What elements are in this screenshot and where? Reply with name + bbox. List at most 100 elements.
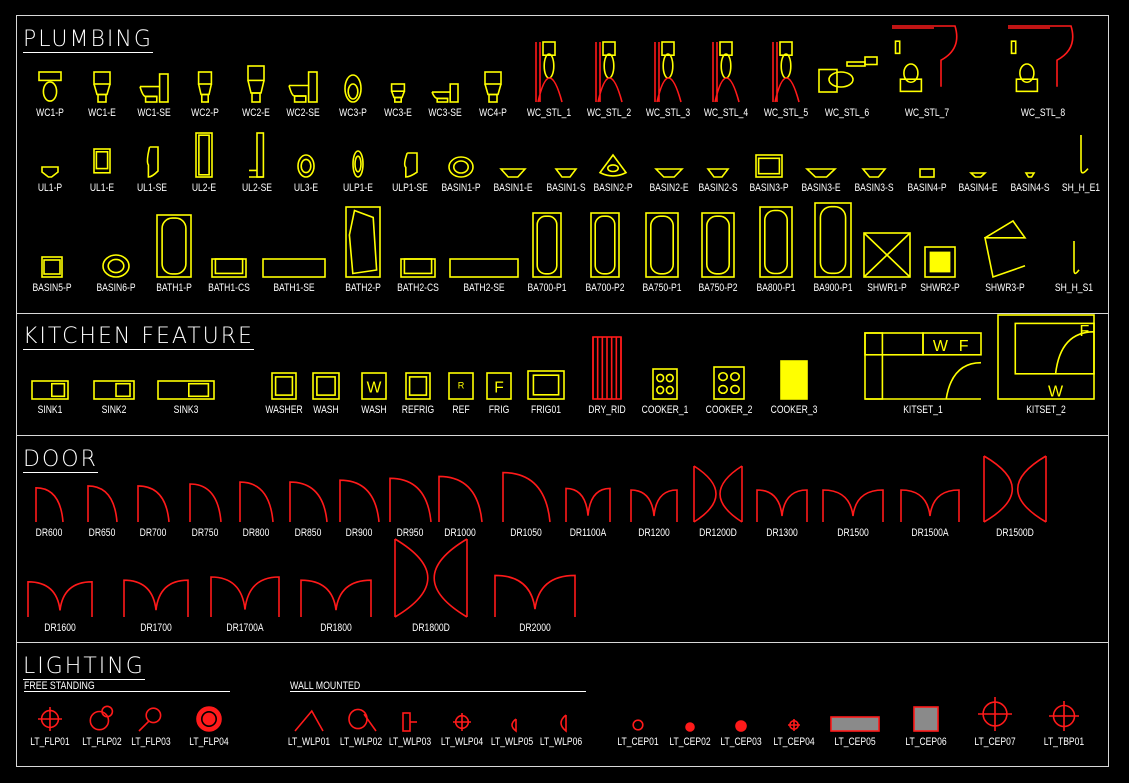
block-label: DR950 [396,527,424,539]
shwr2-symbol-icon [924,246,956,278]
dbl-symbol-icon [693,465,743,523]
bath2-symbol-icon [345,206,381,278]
subtitle-free-standing: FREE STANDING [24,680,95,692]
urSE-symbol-icon [146,146,159,178]
stall7-symbol-icon [892,25,958,93]
block-label: WASH [361,404,387,416]
block-label: WC_STL_7 [904,107,950,119]
lamp3-symbol-icon [138,707,162,732]
block-label: DR1500D [996,527,1034,539]
block-label: WC_STL_2 [586,107,632,119]
dd-symbol-icon [900,489,960,522]
dd-symbol-icon [123,579,189,617]
glyph-f: F [1080,323,1090,340]
block-label: BA750-P1 [642,282,682,294]
block-label: LT_CEP02 [669,736,711,748]
section-divider [16,313,1109,314]
block-label: WC1-SE [137,107,171,119]
block-label: BATH1-SE [273,282,315,294]
block-label: DR1000 [444,527,476,539]
rect-symbol-icon [262,258,326,278]
block-label: DR600 [35,527,63,539]
block-label: LT_CEP03 [720,736,762,748]
bathCS-symbol-icon [211,258,247,278]
boxF-symbol-icon: F [486,372,512,400]
bflat-symbol-icon [654,168,684,178]
bflat-symbol-icon [805,168,837,178]
ovalT-symbol-icon [352,150,364,178]
sink-symbol-icon [31,380,69,400]
block-label: BASIN3-P [749,182,789,194]
block-label: WASHER [265,404,303,416]
wcSE-symbol-icon [288,71,318,103]
block-label: BASIN2-E [649,182,689,194]
bath-symbol-icon [156,214,192,278]
block-label: SHWR1-P [867,282,907,294]
cooker-symbol-icon [713,366,745,400]
glyph-w: W [933,338,949,355]
shwr1-symbol-icon [863,232,911,278]
block-label: WASH [313,404,339,416]
block-label: BASIN1-E [493,182,533,194]
bflat-symbol-icon [861,168,887,178]
subtitle-underline [290,691,586,692]
block-label: UL2-SE [241,182,273,194]
block-label: LT_FLP03 [131,736,171,748]
rad-symbol-icon [592,336,622,400]
block-label: WC1-P [36,107,64,119]
cross-symbol-icon [1049,701,1079,731]
block-label: LT_FLP04 [189,736,229,748]
block-label: SINK1 [37,404,63,416]
block-label: WC_STL_6 [824,107,870,119]
block-label: FRIG01 [530,404,562,416]
block-label: WC2-E [242,107,270,119]
dd-symbol-icon [565,487,611,522]
block-label: DR1500A [911,527,949,539]
glyph-r: R [458,381,465,391]
basinTri-symbol-icon [598,153,628,177]
greyR-symbol-icon [830,716,880,732]
block-label: ULP1-E [342,182,374,194]
door-symbol-icon [289,481,328,523]
block-label: REFRIG [401,404,435,416]
cross-symbol-icon [788,719,800,731]
block-label: LT_CEP05 [834,736,876,748]
door-symbol-icon [438,475,483,523]
dd-symbol-icon [27,580,93,617]
boxW-symbol-icon: W [361,372,387,400]
boxSq-symbol-icon [271,372,297,400]
door-symbol-icon [339,479,380,523]
bflat-symbol-icon [554,168,578,178]
block-label: DR650 [88,527,116,539]
stall-symbol-icon [712,41,740,103]
half-symbol-icon [511,718,517,733]
block-label: BATH1-P [156,282,192,294]
urP-symbol-icon [41,166,59,178]
bath-symbol-icon [590,212,620,278]
bath-symbol-icon [814,202,852,278]
stall7-symbol-icon [1008,25,1074,93]
shwr3-symbol-icon [984,219,1027,279]
basin-symbol-icon [102,254,130,278]
half-symbol-icon [560,714,567,733]
block-label: LT_CEP01 [617,736,659,748]
block-label: BATH1-CS [208,282,250,294]
block-label: SHWR3-P [985,282,1025,294]
block-label: REF [452,404,470,416]
glyph-f: F [494,380,504,397]
block-label: DR850 [294,527,322,539]
dd-symbol-icon [630,489,678,522]
bsmall-symbol-icon [919,168,935,178]
block-label: SINK3 [173,404,199,416]
block-label: DR750 [191,527,219,539]
hose-symbol-icon [1080,135,1089,174]
block-label: BA800-P1 [756,282,796,294]
urE-symbol-icon [93,148,111,174]
lamp4-symbol-icon [196,706,222,732]
block-label: UL1-SE [136,182,168,194]
wall1-symbol-icon [294,709,324,732]
wcSE-symbol-icon [139,73,169,103]
block-label: BASIN1-P [441,182,481,194]
dd-symbol-icon [756,489,808,522]
